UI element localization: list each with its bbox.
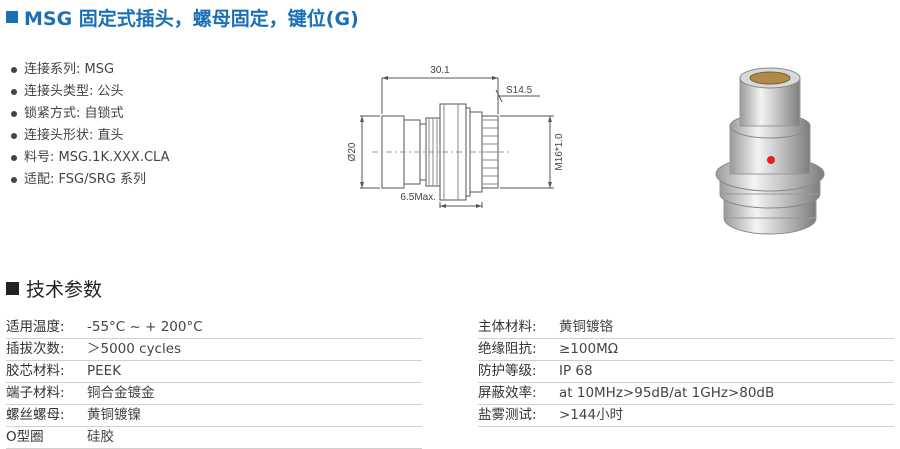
key-mark-icon bbox=[767, 156, 775, 164]
feature-item-series: 连接系列: MSG bbox=[9, 59, 169, 81]
dimension-drawing: 30.1 S14.5 Ø20 M16*1.0 6.5Max. bbox=[347, 65, 565, 208]
spec-row: O型圈硅胶 bbox=[6, 427, 422, 449]
spec-row: 螺丝螺母:黄铜镀镍 bbox=[6, 405, 422, 427]
feature-list: 连接系列: MSG 连接头类型: 公头 锁紧方式: 自锁式 连接头形状: 直头 … bbox=[9, 59, 169, 191]
feature-item-shape: 连接头形状: 直头 bbox=[9, 125, 169, 147]
spec-row: 插拔次数:＞5000 cycles bbox=[6, 339, 422, 361]
bullet-icon bbox=[11, 67, 17, 73]
bullet-icon bbox=[11, 89, 17, 95]
feature-item-type: 连接头类型: 公头 bbox=[9, 81, 169, 103]
spec-row: 主体材料:黄铜镀铬 bbox=[478, 317, 894, 339]
spec-row: 适用温度:-55°C ~ + 200°C bbox=[6, 317, 422, 339]
page-title: MSG 固定式插头，螺母固定，键位(G) bbox=[6, 5, 359, 30]
feature-item-compatible: 适配: FSG/SRG 系列 bbox=[9, 169, 169, 191]
dim-length-label: 30.1 bbox=[430, 65, 450, 76]
title-square-icon bbox=[6, 11, 18, 23]
spec-row: 防护等级:IP 68 bbox=[478, 361, 894, 383]
bullet-icon bbox=[11, 177, 17, 183]
section-header-tech-specs: 技术参数 bbox=[6, 275, 102, 301]
spec-table-left: 适用温度:-55°C ~ + 200°C 插拔次数:＞5000 cycles 胶… bbox=[6, 317, 422, 449]
spec-row: 胶芯材料:PEEK bbox=[6, 361, 422, 383]
feature-item-locking: 锁紧方式: 自锁式 bbox=[9, 103, 169, 125]
spec-row: 屏蔽效率:at 10MHz>95dB/at 1GHz>80dB bbox=[478, 383, 894, 405]
spec-row: 盐雾测试:>144小时 bbox=[478, 405, 894, 427]
bullet-icon bbox=[11, 111, 17, 117]
spec-table-right: 主体材料:黄铜镀铬 绝缘阻抗:≥100MΩ 防护等级:IP 68 屏蔽效率:at… bbox=[478, 317, 894, 427]
dim-panel-label: 6.5Max. bbox=[400, 192, 436, 203]
dim-diameter-label: Ø20 bbox=[347, 142, 358, 161]
bullet-icon bbox=[11, 133, 17, 139]
product-photo bbox=[715, 67, 825, 235]
section-title: 技术参数 bbox=[26, 278, 103, 301]
spec-row: 绝缘阻抗:≥100MΩ bbox=[478, 339, 894, 361]
page-title-text: MSG 固定式插头，螺母固定，键位(G) bbox=[24, 7, 359, 30]
spec-row: 端子材料:铜合金镀金 bbox=[6, 383, 422, 405]
section-square-icon bbox=[6, 281, 19, 295]
dim-nut-label: S14.5 bbox=[506, 85, 533, 96]
feature-item-part-number: 料号: MSG.1K.XXX.CLA bbox=[9, 147, 169, 169]
dim-thread-label: M16*1.0 bbox=[554, 133, 565, 171]
bullet-icon bbox=[11, 155, 17, 161]
